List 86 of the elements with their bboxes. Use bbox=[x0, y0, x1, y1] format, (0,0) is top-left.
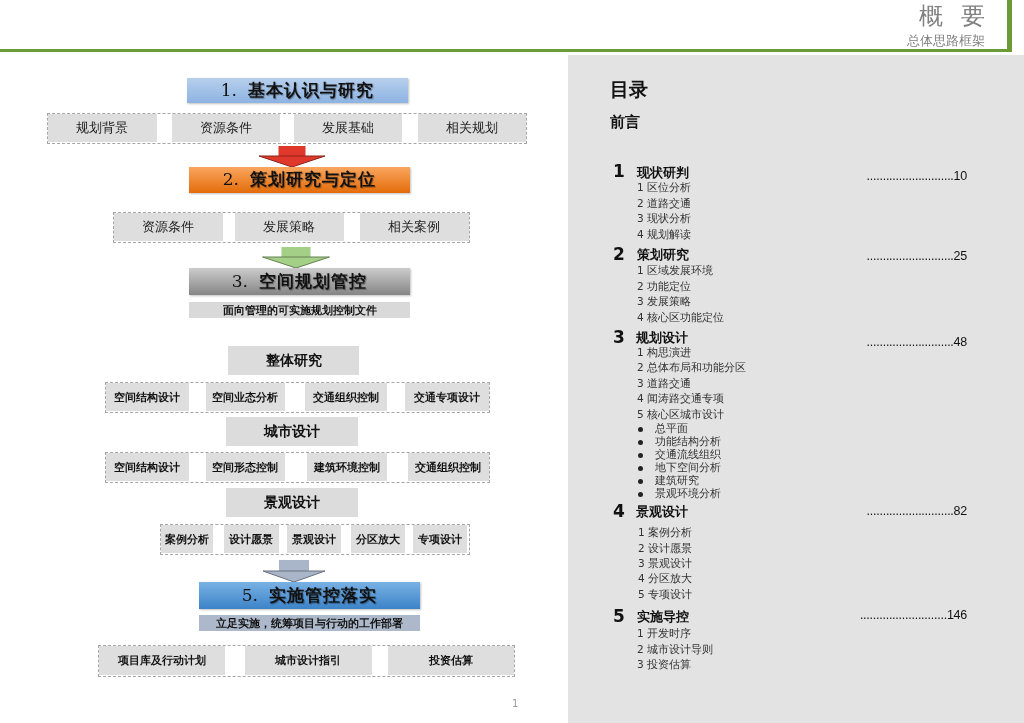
page-number: ...........................25 bbox=[866, 247, 967, 265]
topic-box: 规划背景 bbox=[47, 114, 157, 142]
topic-box: 交通专项设计 bbox=[404, 383, 489, 411]
section-number: 5 bbox=[613, 604, 625, 628]
stage-banner: 2. 策划研究与定位 bbox=[189, 167, 410, 193]
stage-banner: 3. 空间规划管控 bbox=[189, 268, 410, 295]
toc-item: 3 投资估算 bbox=[637, 658, 692, 672]
toc-item: 3 发展策略 bbox=[637, 295, 692, 309]
toc-item: 2 设计愿景 bbox=[638, 542, 693, 556]
toc-item: 4 核心区功能定位 bbox=[637, 311, 725, 325]
topic-box: 投资估算 bbox=[387, 646, 514, 675]
toc-item: 功能结构分析 bbox=[655, 435, 721, 449]
toc-item: 3 现状分析 bbox=[637, 212, 692, 226]
page-number: ...........................48 bbox=[866, 333, 967, 351]
stage-banner: 1. 基本认识与研究 bbox=[187, 78, 408, 103]
topic-box: 设计愿景 bbox=[223, 525, 279, 553]
toc-item: 1 构思演进 bbox=[637, 346, 692, 360]
toc-item: 4 规划解读 bbox=[637, 228, 692, 242]
toc-item: 3 景观设计 bbox=[638, 557, 693, 571]
toc-heading: 目录 bbox=[610, 76, 648, 102]
page-number: ...........................10 bbox=[866, 167, 967, 185]
topic-box: 资源条件 bbox=[171, 114, 280, 142]
topic-box: 资源条件 bbox=[113, 213, 223, 241]
section-number: 1 bbox=[613, 159, 625, 183]
toc-item: 交通流线组织 bbox=[655, 448, 721, 462]
toc-item: 4 闻涛路交通专项 bbox=[637, 392, 725, 406]
caption-bar: 面向管理的可实施规划控制文件 bbox=[189, 302, 410, 318]
page-subtitle: 总体思路框架 bbox=[907, 32, 985, 50]
topic-box: 交通组织控制 bbox=[407, 453, 489, 481]
stage-box: 整体研究 bbox=[228, 346, 359, 375]
dashed-frame bbox=[160, 524, 470, 555]
toc-item: 4 分区放大 bbox=[638, 572, 693, 586]
topic-box: 项目库及行动计划 bbox=[98, 646, 225, 675]
toc-entry: 前言 bbox=[610, 113, 640, 133]
dashed-frame bbox=[113, 212, 470, 243]
toc-item: 地下空间分析 bbox=[655, 461, 721, 475]
topic-box: 交通组织控制 bbox=[304, 383, 387, 411]
section-title: 实施导控 bbox=[637, 608, 689, 626]
toc-item: 5 专项设计 bbox=[638, 588, 693, 602]
section-number: 2 bbox=[613, 242, 625, 266]
toc-item: 总平面 bbox=[655, 422, 688, 436]
toc-item: 1 区位分析 bbox=[637, 181, 692, 195]
toc-item: 景观环境分析 bbox=[655, 487, 721, 501]
dashed-frame bbox=[98, 645, 515, 677]
topic-box: 相关案例 bbox=[359, 213, 469, 241]
dashed-frame bbox=[105, 382, 490, 413]
section-title: 现状研判 bbox=[637, 164, 689, 182]
topic-box: 景观设计 bbox=[286, 525, 341, 553]
toc-item: 1 区域发展环境 bbox=[637, 264, 714, 278]
page-title: 概 要 bbox=[919, 2, 985, 31]
topic-box: 空间形态控制 bbox=[205, 453, 285, 481]
dashed-frame bbox=[105, 452, 490, 483]
stage-box: 景观设计 bbox=[226, 488, 358, 517]
page-number: ...........................146 bbox=[859, 606, 967, 624]
topic-box: 发展基础 bbox=[293, 114, 402, 142]
page-number: ...........................82 bbox=[866, 502, 967, 520]
toc-item: 5 核心区城市设计 bbox=[637, 408, 725, 422]
section-title: 规划设计 bbox=[636, 329, 688, 347]
toc-item: 2 总体布局和功能分区 bbox=[637, 361, 747, 375]
page-folio: 1 bbox=[512, 696, 519, 710]
caption-bar: 立足实施，统筹项目与行动的工作部署 bbox=[199, 615, 420, 631]
block-arrow bbox=[258, 144, 326, 168]
topic-box: 相关规划 bbox=[417, 114, 526, 142]
toc-item: 1 开发时序 bbox=[637, 627, 692, 641]
section-title: 景观设计 bbox=[636, 503, 688, 521]
topic-box: 空间结构设计 bbox=[105, 453, 189, 481]
stage-box: 城市设计 bbox=[226, 417, 358, 446]
topic-box: 分区放大 bbox=[350, 525, 405, 553]
toc-item: 建筑研究 bbox=[655, 474, 699, 488]
topic-box: 建筑环境控制 bbox=[306, 453, 387, 481]
toc-item: 3 道路交通 bbox=[637, 377, 692, 391]
topic-box: 案例分析 bbox=[160, 525, 213, 553]
topic-box: 发展策略 bbox=[234, 213, 344, 241]
section-title: 策划研究 bbox=[637, 246, 689, 264]
topic-box: 专项设计 bbox=[412, 525, 467, 553]
toc-item: 2 城市设计导则 bbox=[637, 643, 714, 657]
topic-box: 空间业态分析 bbox=[205, 383, 285, 411]
topic-box: 空间结构设计 bbox=[105, 383, 189, 411]
section-number: 3 bbox=[613, 325, 625, 349]
topic-box: 城市设计指引 bbox=[244, 646, 372, 675]
stage-banner: 5. 实施管控落实 bbox=[199, 582, 420, 609]
toc-item: 1 案例分析 bbox=[638, 526, 693, 540]
dashed-frame bbox=[47, 113, 527, 144]
toc-item: 2 道路交通 bbox=[637, 197, 692, 211]
section-number: 4 bbox=[613, 499, 625, 523]
toc-item: 2 功能定位 bbox=[637, 280, 692, 294]
